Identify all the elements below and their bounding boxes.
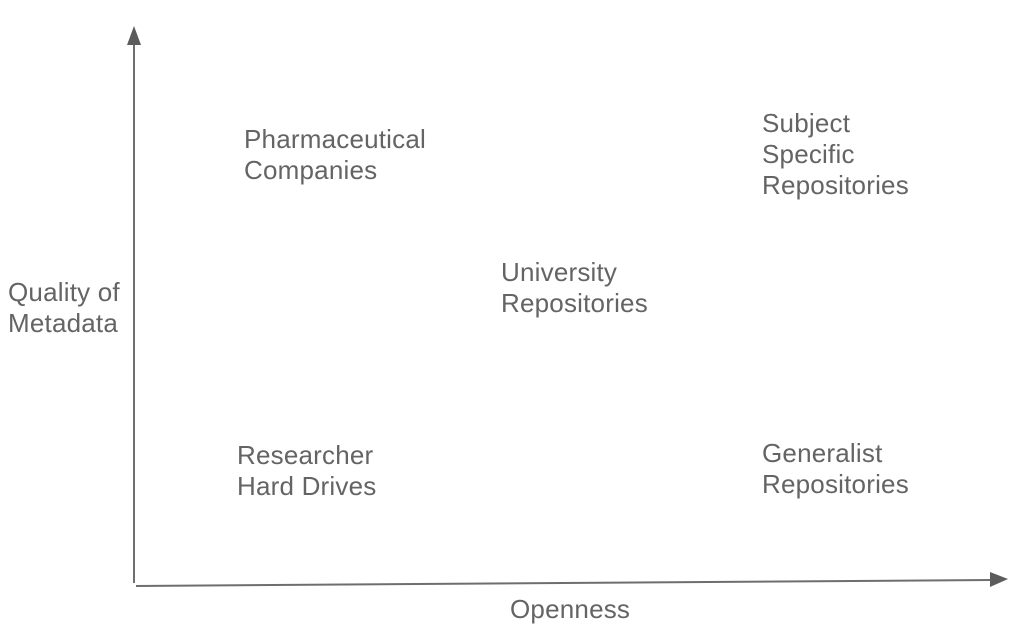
item-researcher-hard-drives: Researcher Hard Drives <box>237 440 377 501</box>
item-pharmaceutical-companies: Pharmaceutical Companies <box>244 124 426 185</box>
y-axis-arrowhead-icon <box>127 26 141 45</box>
x-axis-line <box>135 579 992 587</box>
x-axis-label: Openness <box>510 594 631 624</box>
item-university-repositories: University Repositories <box>501 257 648 318</box>
item-generalist-repositories: Generalist Repositories <box>762 438 909 499</box>
y-axis-label: Quality of Metadata <box>8 277 120 338</box>
item-subject-specific-repositories: Subject Specific Repositories <box>762 108 909 200</box>
x-axis-arrowhead-icon <box>990 572 1008 587</box>
